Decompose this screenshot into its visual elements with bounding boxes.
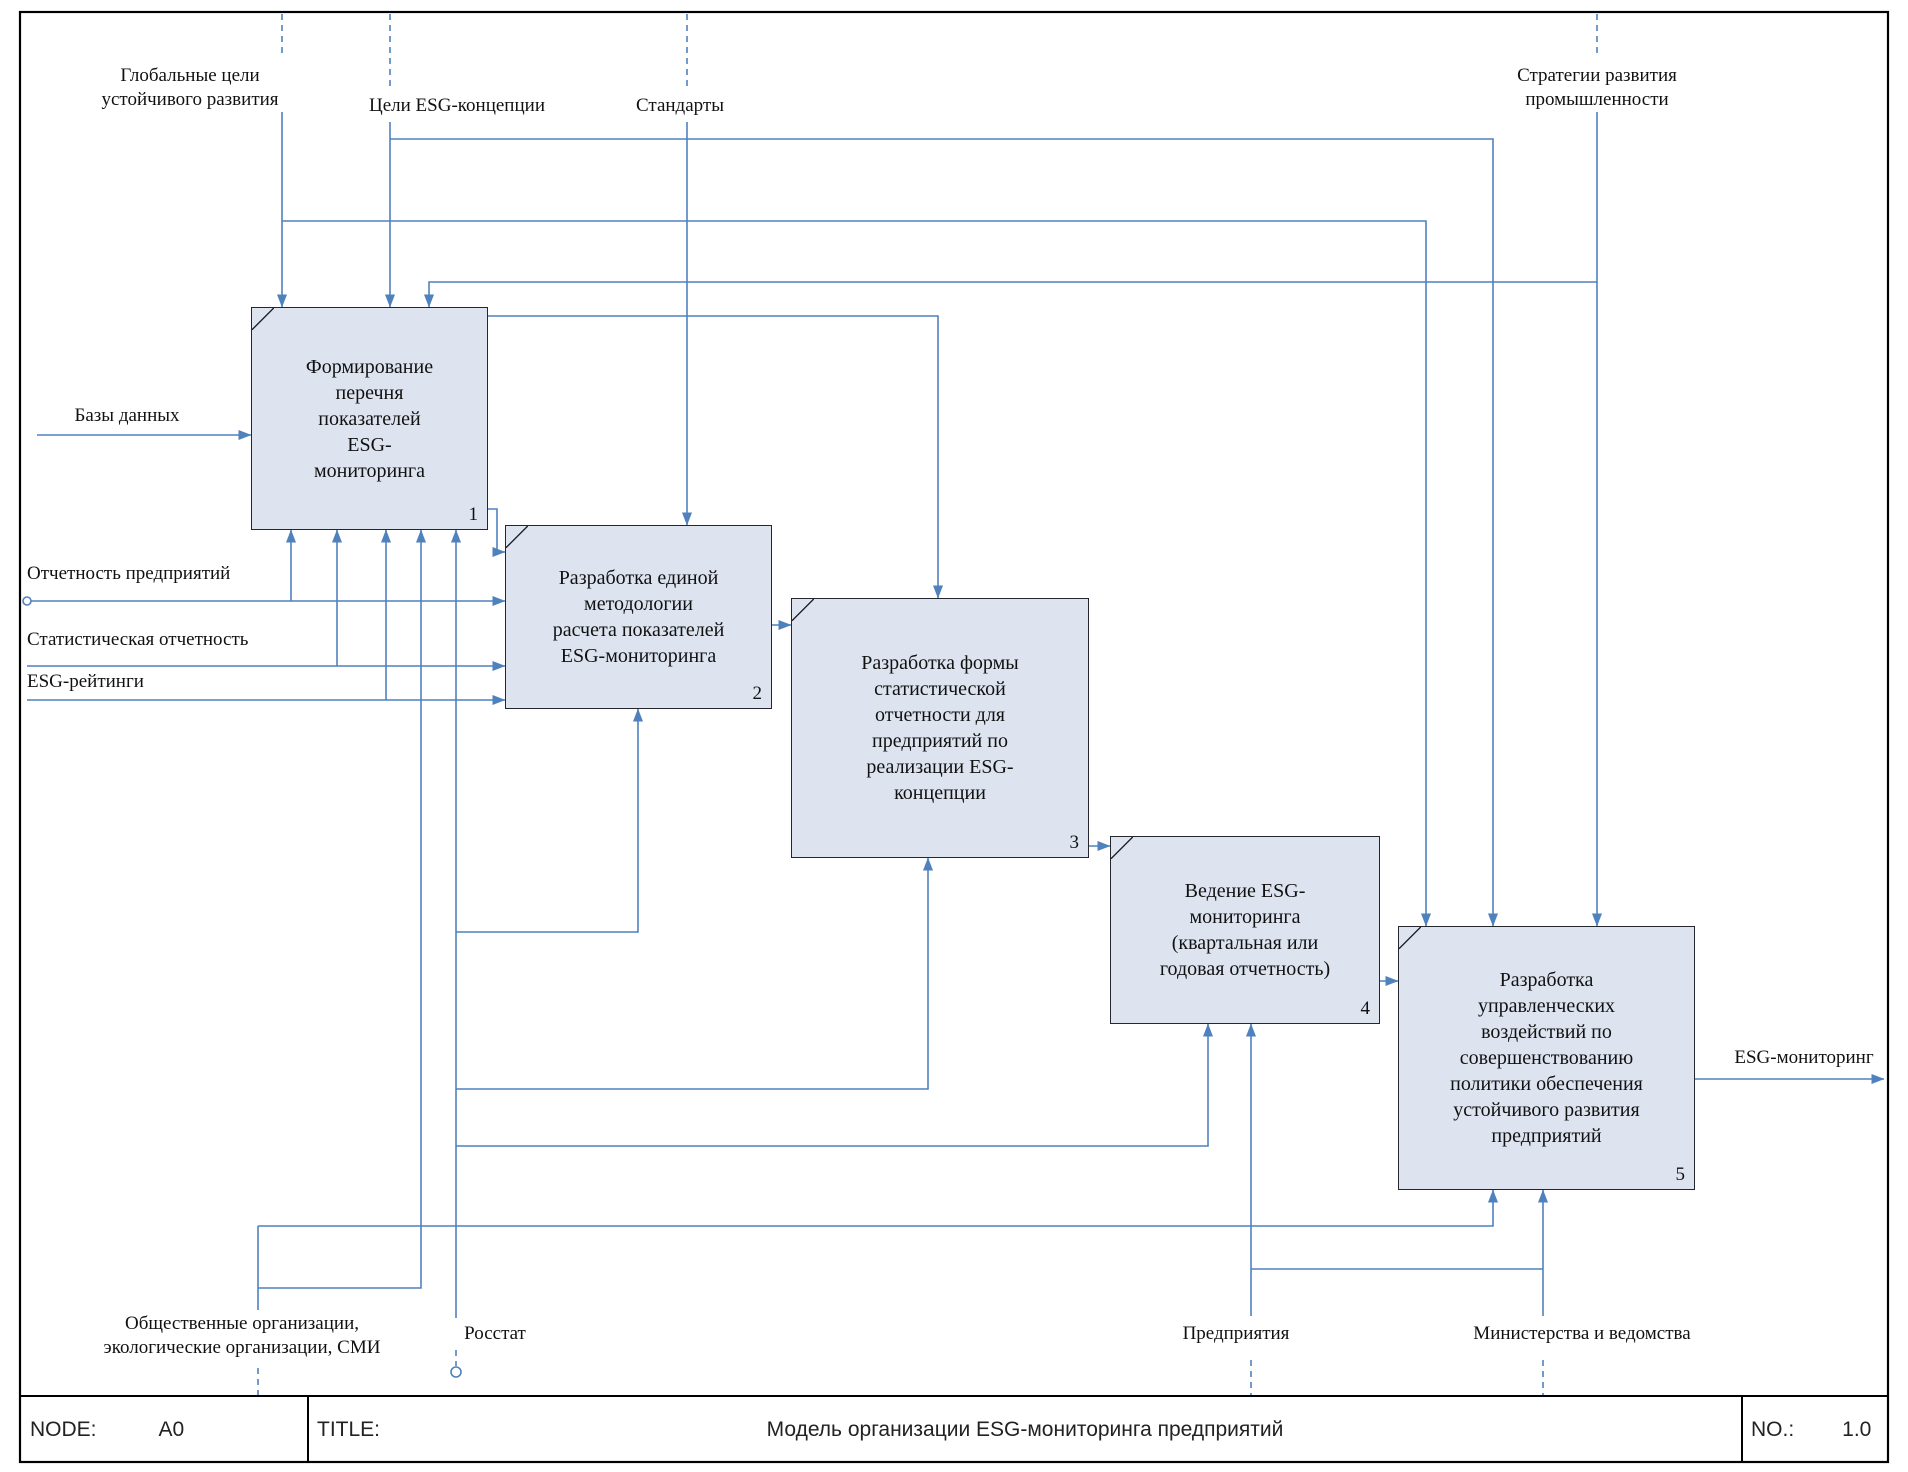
activity-box-1-label: Формирование перечня показателей ESG- мо… — [305, 355, 434, 482]
tunnel-circle-reporting — [22, 596, 32, 606]
flow-wires — [488, 315, 1885, 1084]
activity-box-3-number: 3 — [1069, 832, 1080, 854]
activity-box-1-number: 1 — [468, 504, 479, 526]
control-wires — [277, 14, 1602, 927]
node-label: NODE: — [30, 1417, 97, 1441]
title-value: Модель организации ESG-мониторинга предп… — [766, 1417, 1284, 1441]
activity-box-5: Разработка управленческих воздействий по… — [1398, 926, 1695, 1190]
activity-box-5-number: 5 — [1675, 1164, 1686, 1186]
wire-strategies-to-box1 — [424, 281, 1597, 308]
wire-rosstat-to-box4 — [456, 1023, 1213, 1147]
label-standards: Стандарты — [636, 95, 724, 116]
number-value: 1.0 — [1842, 1417, 1872, 1441]
node-bar: NODE: A0 TITLE: Модель организации ESG-м… — [20, 1395, 1888, 1462]
title-label: TITLE: — [317, 1417, 381, 1441]
activity-box-1: Формирование перечня показателей ESG- мо… — [251, 307, 488, 530]
activity-box-2: Разработка единой методологии расчета по… — [505, 525, 772, 709]
wire-box1-to-box3 — [488, 315, 943, 599]
activity-box-3: Разработка формы статистической отчетнос… — [791, 598, 1089, 858]
mechanism-wires — [257, 529, 1548, 1395]
wire-public-to-box1 — [258, 529, 426, 1289]
activity-box-5-label: Разработка управленческих воздействий по… — [1450, 969, 1643, 1147]
diagram-frame — [18, 10, 1890, 1464]
label-global-goals: Глобальные цели устойчивого развития — [101, 65, 279, 110]
activity-box-3-label: Разработка формы статистической отчетнос… — [861, 652, 1019, 804]
activity-box-2-label: Разработка единой методологии расчета по… — [552, 567, 725, 667]
label-public-orgs: Общественные организации, экологические … — [103, 1313, 381, 1358]
wire-public-to-box5 — [258, 1189, 1498, 1227]
label-esg-output: ESG-мониторинг — [1734, 1047, 1874, 1068]
label-ratings: ESG-рейтинги — [27, 671, 144, 692]
label-rosstat: Росстат — [464, 1323, 526, 1344]
node-cell: NODE: A0 — [20, 1397, 307, 1462]
label-reporting: Отчетность предприятий — [27, 563, 231, 584]
label-esg-goals: Цели ESG-концепции — [369, 95, 545, 116]
label-statistics: Статистическая отчетность — [27, 629, 249, 650]
input-wires — [22, 430, 506, 705]
activity-box-4-number: 4 — [1360, 998, 1371, 1020]
number-cell: NO.: 1.0 — [1741, 1397, 1888, 1462]
wire-box1-to-box2 — [488, 508, 506, 557]
wire-esg-goals-to-box5 — [390, 138, 1498, 927]
tunnel-circle-rosstat — [450, 1366, 462, 1378]
activity-box-4: Ведение ESG- мониторинга (квартальная ил… — [1110, 836, 1380, 1024]
label-enterprises: Предприятия — [1182, 1323, 1290, 1344]
wire-rosstat-to-box3 — [456, 857, 933, 1090]
label-strategies: Стратегии развития промышленности — [1517, 65, 1677, 110]
wire-rosstat-to-box2 — [456, 708, 643, 933]
wire-global-goals-to-box5 — [282, 220, 1431, 927]
number-label: NO.: — [1751, 1417, 1795, 1441]
node-value: A0 — [158, 1417, 185, 1441]
label-ministries: Министерства и ведомства — [1473, 1323, 1691, 1344]
title-cell: TITLE: Модель организации ESG-мониторинг… — [307, 1397, 1741, 1462]
activity-box-4-label: Ведение ESG- мониторинга (квартальная ил… — [1159, 880, 1331, 980]
activity-box-2-number: 2 — [752, 683, 763, 705]
label-databases: Базы данных — [74, 405, 180, 426]
